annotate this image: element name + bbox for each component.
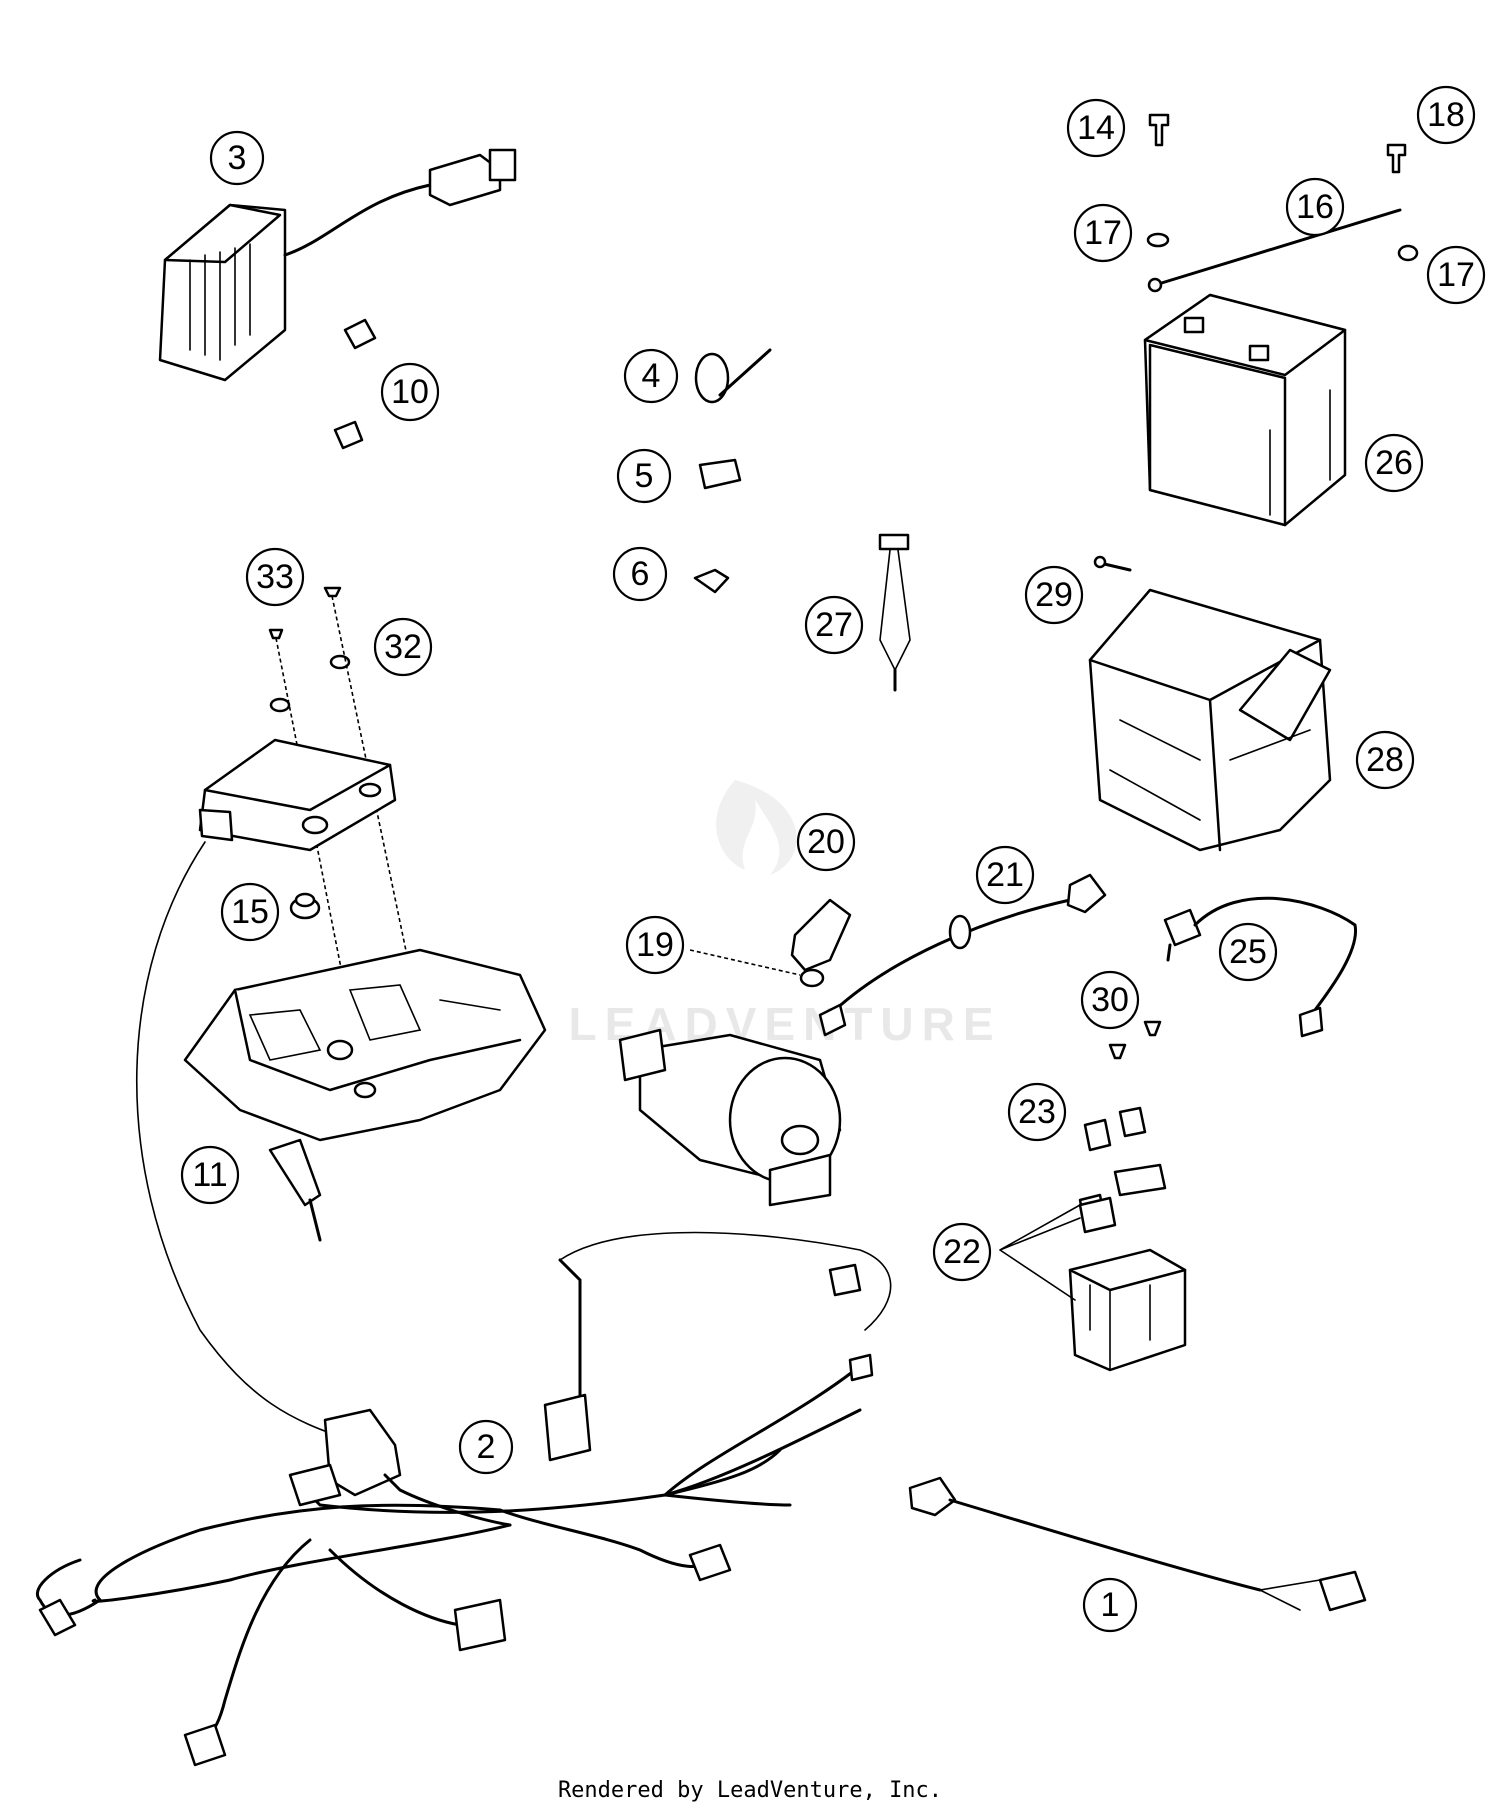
svg-text:11: 11 [192,1156,227,1194]
svg-text:30: 30 [1091,981,1129,1019]
callout-3: 3 [209,130,265,186]
callout-10: 10 [380,362,440,422]
svg-text:25: 25 [1229,933,1267,971]
callout-1: 1 [1082,1577,1138,1633]
battery-hardware [1146,113,1419,293]
grommet [289,892,321,920]
watermark: LEADVENTURE [568,780,994,1050]
callout-2: 2 [458,1419,514,1475]
screw-29 [1093,555,1132,572]
svg-text:18: 18 [1427,96,1465,134]
callout-15: 15 [220,882,280,942]
callout-23: 23 [1007,1082,1067,1142]
svg-text:22: 22 [943,1233,981,1271]
callout-20: 20 [796,812,856,872]
callout-17a: 17 [1073,203,1133,263]
svg-text:17: 17 [1437,256,1475,294]
callout-16: 16 [1285,177,1345,237]
callout-26: 26 [1364,433,1424,493]
screws-10 [333,318,377,450]
relays [999,1196,1187,1372]
svg-text:21: 21 [986,856,1024,894]
cable-clip [698,458,742,490]
callout-22: 22 [932,1222,992,1282]
callout-14: 14 [1066,98,1126,158]
svg-text:14: 14 [1077,109,1115,147]
callout-19: 19 [625,915,685,975]
svg-text:4: 4 [642,357,661,395]
terminal-boot [790,898,852,972]
voltage-regulator [158,148,517,382]
starter-motor [618,1028,842,1207]
cable-1 [908,1476,1367,1612]
svg-text:20: 20 [807,823,845,861]
svg-text:5: 5 [635,457,654,495]
callout-18: 18 [1416,85,1476,145]
ecu-box [198,738,397,852]
svg-text:2: 2 [477,1428,496,1466]
ground-cable [1163,896,1358,1038]
callout-11: 11 [180,1145,240,1205]
svg-text:15: 15 [231,893,269,931]
callout-21: 21 [975,845,1035,905]
svg-text:29: 29 [1035,576,1073,614]
svg-text:17: 17 [1084,214,1122,252]
svg-text:33: 33 [256,558,294,596]
svg-text:28: 28 [1366,741,1404,779]
callout-33: 33 [245,547,305,607]
nut-19 [689,949,825,988]
fuses [1078,1106,1167,1228]
svg-text:32: 32 [384,628,422,666]
callout-4: 4 [623,348,679,404]
svg-text:6: 6 [631,555,650,593]
svg-text:10: 10 [391,373,429,411]
callout-29: 29 [1024,565,1084,625]
svg-text:3: 3 [228,139,247,177]
main-wiring-harness [36,841,892,1767]
callout-30: 30 [1080,970,1140,1030]
screws-30 [1108,1020,1162,1060]
svg-text:16: 16 [1296,188,1334,226]
battery-box [1088,588,1332,852]
battery [1143,293,1347,527]
callout-17b: 17 [1426,245,1486,305]
svg-text:27: 27 [815,606,853,644]
starter-cable [818,873,1107,1037]
fuse-puller [878,533,911,692]
callout-28: 28 [1355,730,1415,790]
callout-5: 5 [616,448,672,504]
svg-text:26: 26 [1375,444,1413,482]
cable-tie [694,348,772,404]
callout-6: 6 [612,546,668,602]
svg-text:1: 1 [1101,1586,1120,1624]
callout-27: 27 [804,595,864,655]
callout-25: 25 [1218,922,1278,982]
callout-32: 32 [373,617,433,677]
footer-credit: Rendered by LeadVenture, Inc. [558,1778,942,1803]
callout-labels: 1 2 3 4 5 6 10 11 14 15 16 17 17 18 19 2… [180,85,1486,1633]
electrical-bracket [183,948,547,1242]
svg-text:23: 23 [1018,1093,1056,1131]
svg-text:19: 19 [636,926,674,964]
cable-clip-small [693,568,730,594]
